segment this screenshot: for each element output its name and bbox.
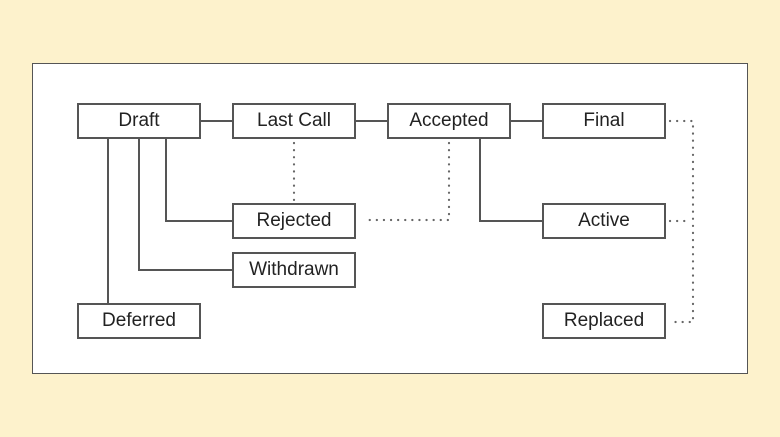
- edge-draft-withdrawn: [138, 139, 232, 271]
- node-active: Active: [542, 203, 666, 239]
- edge-accepted-rejected-dotted: [362, 141, 451, 222]
- node-rejected: Rejected: [232, 203, 356, 239]
- node-replaced: Replaced: [542, 303, 666, 339]
- edge-accepted-active: [479, 139, 542, 222]
- edge-final-replaced-dotted: [668, 119, 695, 324]
- node-final: Final: [542, 103, 666, 139]
- node-draft: Draft: [77, 103, 201, 139]
- edge-draft-rejected: [165, 139, 232, 222]
- node-last-call: Last Call: [232, 103, 356, 139]
- node-accepted: Accepted: [387, 103, 511, 139]
- node-deferred: Deferred: [77, 303, 201, 339]
- node-withdrawn: Withdrawn: [232, 252, 356, 288]
